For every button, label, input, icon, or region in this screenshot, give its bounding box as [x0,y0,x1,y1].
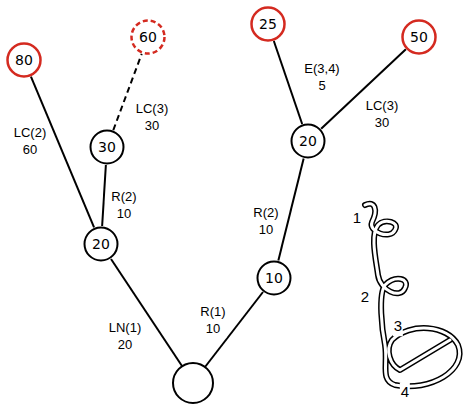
tree-edge [278,158,303,260]
tree-edge [102,165,106,226]
node-value: 30 [98,139,116,155]
node-value: 20 [299,133,317,149]
edge-label: LN(1) 20 [108,320,143,354]
edge-label: LC(3) 30 [365,98,400,132]
node-value: 60 [139,29,157,45]
callout-number: 2 [360,287,370,307]
node-value: 20 [92,236,110,252]
tree-node: 50 [401,19,437,55]
tree-node: 20 [83,226,119,262]
node-value: 10 [265,270,283,286]
callout-number: 3 [393,316,403,336]
node-value: 25 [259,16,277,32]
edge-label: LC(2) 60 [13,125,48,159]
tree-edge [274,41,302,124]
callout-number: 1 [352,208,362,228]
edge-label: R(2) 10 [110,189,137,223]
callout-number: 4 [400,382,410,402]
edge-label: R(2) 10 [252,205,279,239]
root-circle [173,363,213,403]
edge-label: LC(3) 30 [135,101,170,135]
tree-node: 60 [130,19,166,55]
tree-node: 10 [256,260,292,296]
tree-node: 30 [89,129,125,165]
edge-label: R(1) 10 [199,304,226,338]
node-value: 50 [410,29,428,45]
tree-node: 25 [250,6,286,42]
node-value: 80 [15,52,33,68]
chain-illustration [365,204,460,387]
edge-label: E(3,4) 5 [303,61,340,95]
tree-node: 20 [290,123,326,159]
tree-node: 80 [6,42,42,78]
